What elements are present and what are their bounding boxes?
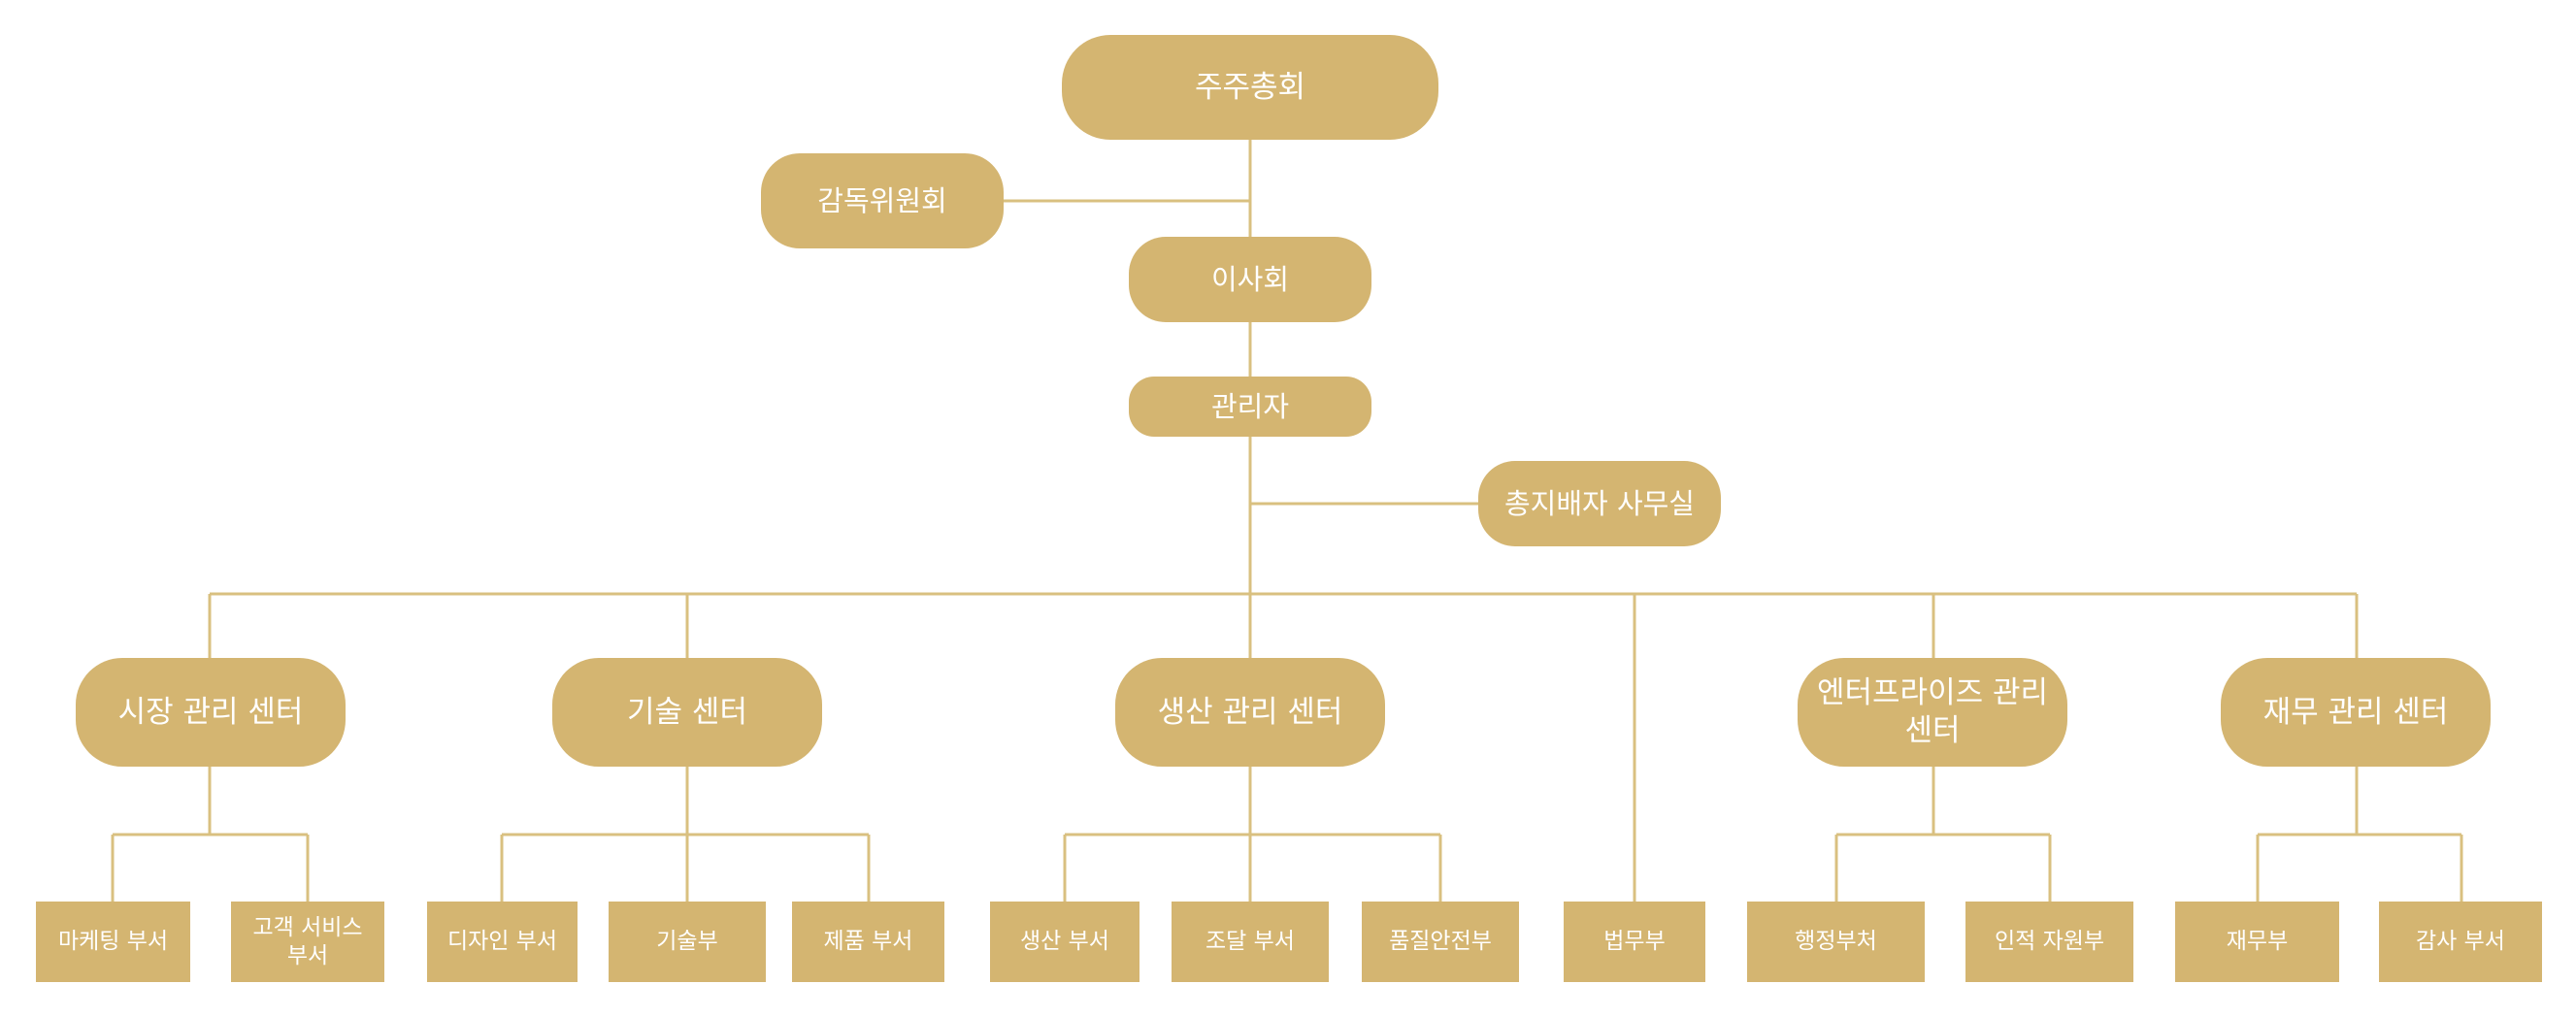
node-design-department: 디자인 부서 [427,902,578,982]
node-label: 기술부 [656,929,718,955]
node-label: 엔터프라이즈 관리 센터 [1816,675,2048,748]
node-label: 행정부처 [1795,929,1877,955]
node-board-of-directors: 이사회 [1129,237,1371,322]
node-customer-service-department: 고객 서비스 부서 [231,902,384,982]
node-label: 생산 부서 [1020,929,1109,955]
node-manager: 관리자 [1129,377,1371,437]
node-product-department: 제품 부서 [792,902,944,982]
node-enterprise-management-center: 엔터프라이즈 관리 센터 [1798,658,2067,767]
node-finance-management-center: 재무 관리 센터 [2221,658,2491,767]
node-production-department: 생산 부서 [990,902,1139,982]
node-label: 시장 관리 센터 [117,694,304,730]
node-general-manager-office: 총지배자 사무실 [1478,461,1721,546]
node-label: 기술 센터 [627,694,747,730]
node-label: 재무부 [2226,929,2289,955]
node-human-resources-department: 인적 자원부 [1965,902,2133,982]
node-technology-department: 기술부 [609,902,766,982]
node-technology-center: 기술 센터 [552,658,822,767]
node-market-management-center: 시장 관리 센터 [76,658,346,767]
connector-tech-children [500,767,871,902]
connector-production-children [1063,767,1442,902]
node-label: 마케팅 부서 [57,929,169,955]
node-label: 고객 서비스 부서 [252,914,363,968]
node-administration-department: 행정부처 [1747,902,1925,982]
node-label: 감사 부서 [2416,929,2505,955]
node-label: 디자인 부서 [446,929,558,955]
node-label: 제품 부서 [823,929,913,955]
node-legal-department: 법무부 [1564,902,1705,982]
node-label: 법무부 [1603,929,1666,955]
node-label: 이사회 [1210,262,1290,296]
node-finance-department: 재무부 [2175,902,2339,982]
connector-market-children [111,767,310,902]
node-marketing-department: 마케팅 부서 [36,902,190,982]
node-supervisory-committee: 감독위원회 [761,153,1004,248]
node-label: 생산 관리 센터 [1157,694,1343,730]
node-label: 조달 부서 [1205,929,1295,955]
connector-enterprise-children [1834,767,2052,902]
node-quality-safety-department: 품질안전부 [1362,902,1519,982]
node-label: 주주총회 [1194,69,1306,105]
node-shareholders-meeting: 주주총회 [1062,35,1438,140]
node-label: 인적 자원부 [1994,929,2105,955]
node-audit-department: 감사 부서 [2379,902,2542,982]
node-label: 감독위원회 [817,183,947,217]
node-label: 총지배자 사무실 [1504,486,1695,520]
node-procurement-department: 조달 부서 [1172,902,1329,982]
node-label: 관리자 [1210,389,1290,423]
node-label: 품질안전부 [1389,929,1492,955]
node-label: 재무 관리 센터 [2262,694,2449,730]
node-production-management-center: 생산 관리 센터 [1115,658,1385,767]
connector-finance-children [2256,767,2463,902]
